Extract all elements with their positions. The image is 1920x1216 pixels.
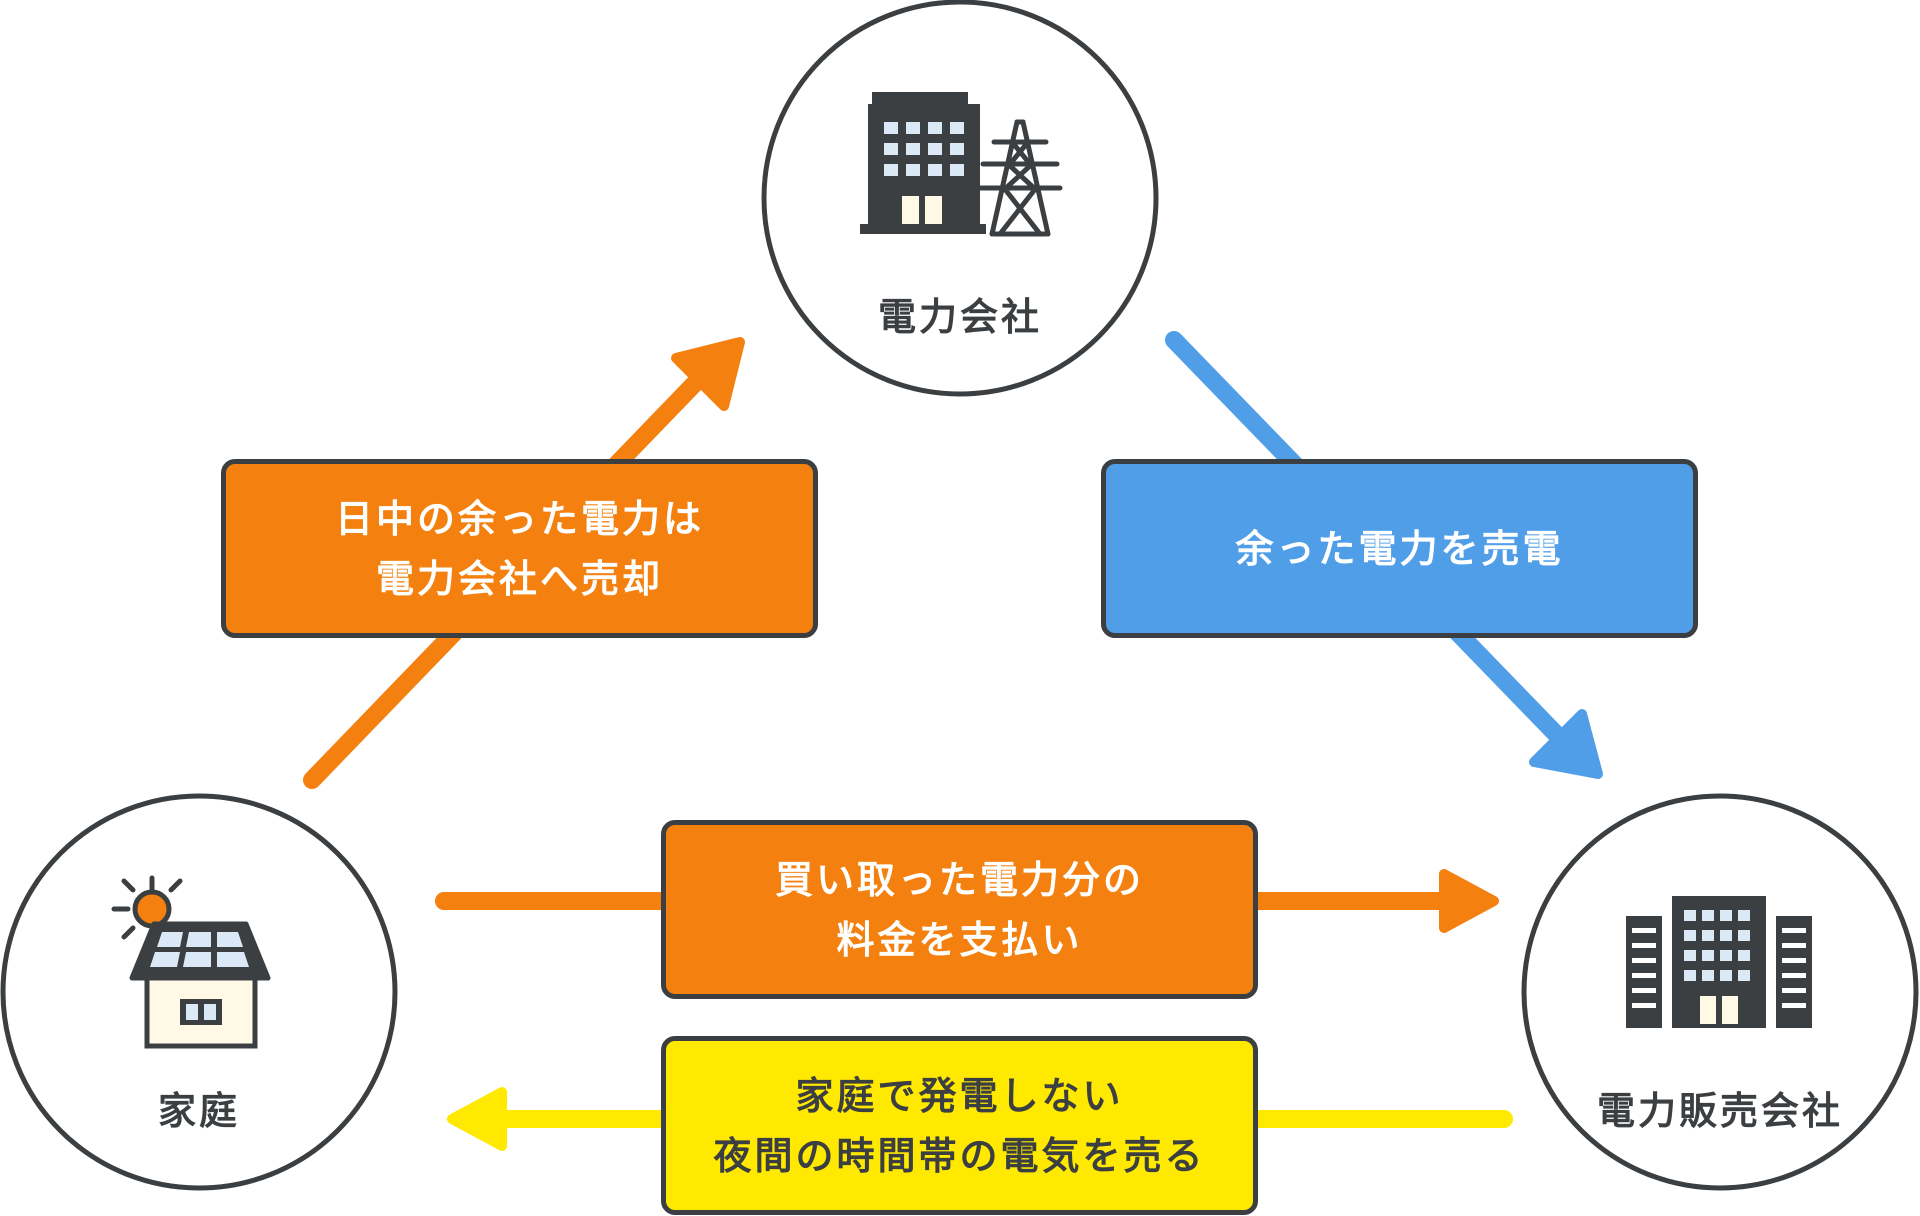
flow-box-night-sale-line1: 家庭で発電しない	[795, 1073, 1124, 1118]
flow-box-payment: 買い取った電力分の 料金を支払い	[661, 820, 1258, 999]
flow-box-payment-line2: 料金を支払い	[836, 917, 1083, 962]
flow-box-night-sale-line2: 夜間の時間帯の電気を売る	[713, 1133, 1206, 1178]
retailer-label: 電力販売会社	[1596, 1089, 1843, 1133]
flow-box-sell-surplus: 日中の余った電力は 電力会社へ売却	[221, 459, 818, 638]
office-complex-icon	[1626, 896, 1812, 1028]
flow-box-sell-surplus-line2: 電力会社へ売却	[375, 556, 663, 601]
power-company-label: 電力会社	[877, 295, 1042, 339]
sun-icon	[111, 875, 183, 940]
house-with-solar-panel-icon	[129, 921, 271, 1049]
flow-box-resell-line1: 余った電力を売電	[1235, 526, 1564, 571]
flow-box-night-sale: 家庭で発電しない 夜間の時間帯の電気を売る	[661, 1036, 1258, 1215]
power-tower-icon	[977, 119, 1063, 237]
flow-box-payment-line1: 買い取った電力分の	[774, 857, 1144, 902]
office-building-icon	[860, 92, 986, 234]
household-label: 家庭	[157, 1089, 240, 1133]
flow-box-resell: 余った電力を売電	[1101, 459, 1698, 638]
flow-box-sell-surplus-line1: 日中の余った電力は	[334, 496, 704, 541]
